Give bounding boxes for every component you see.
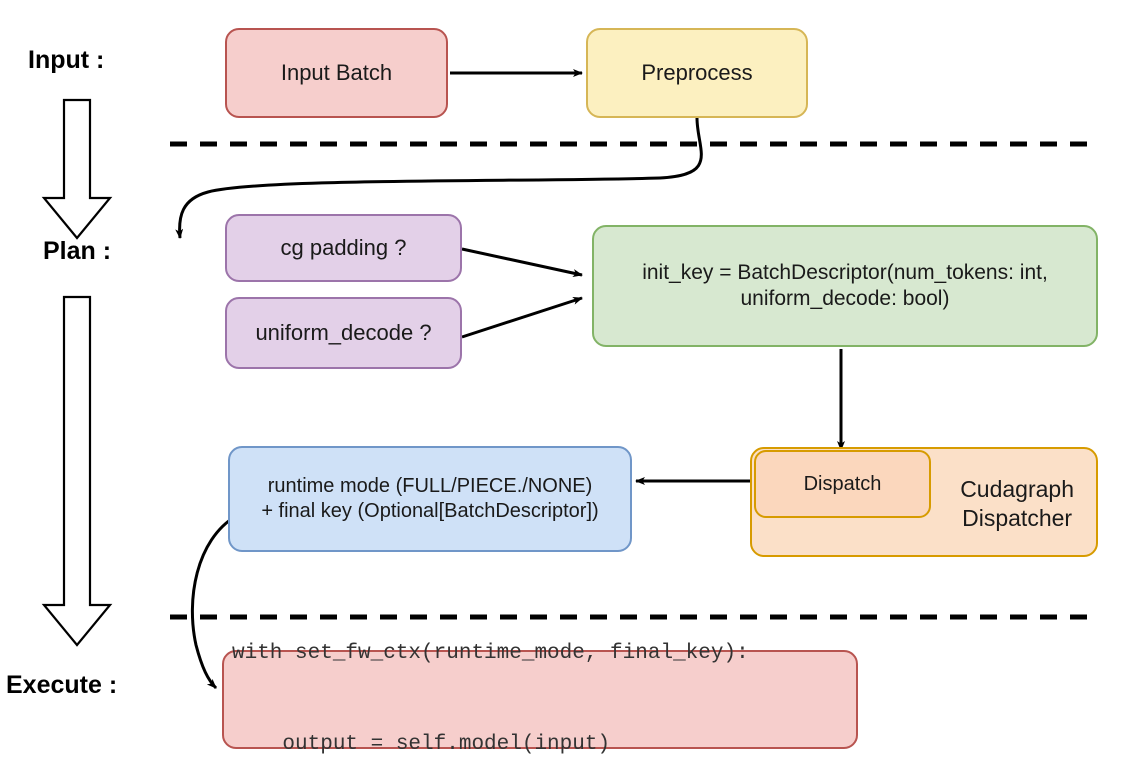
stage-label-input: Input : [28, 46, 105, 74]
connector-runtime-mode-to-code [190, 514, 237, 690]
node-runtime-mode-line2: + final key (Optional[BatchDescriptor]) [261, 500, 599, 522]
node-input-batch-label: Input Batch [280, 60, 393, 86]
node-cudagraph-dispatcher-line1: Cudagraph [960, 476, 1074, 502]
node-execute-code-line2: output = self.model(input) [232, 732, 611, 756]
node-cg-padding[interactable]: cg padding ? [225, 214, 462, 282]
node-init-key-line2: uniform_decode: bool) [740, 287, 950, 310]
node-uniform-decode[interactable]: uniform_decode ? [225, 297, 462, 369]
node-preprocess[interactable]: Preprocess [586, 28, 808, 118]
node-runtime-mode-line1: runtime mode (FULL/PIECE./NONE) [267, 475, 593, 497]
node-cudagraph-dispatcher-line2: Dispatcher [962, 504, 1073, 531]
node-cg-padding-label: cg padding ? [280, 235, 407, 261]
connector-cg-padding-to-init-key [461, 247, 583, 278]
stage-arrow-plan-to-execute [41, 295, 113, 647]
node-dispatch-label: Dispatch [803, 472, 882, 495]
node-execute-code-text: with set_fw_ctx(runtime_mode, final_key)… [232, 578, 749, 770]
node-uniform-decode-label: uniform_decode ? [255, 320, 432, 346]
stage-label-execute: Execute : [6, 671, 118, 699]
connector-preprocess-to-cg-padding [175, 117, 703, 239]
node-execute-code-line1: with set_fw_ctx(runtime_mode, final_key)… [232, 641, 749, 665]
stage-arrow-input-to-plan [41, 98, 113, 240]
node-execute-code[interactable]: with set_fw_ctx(runtime_mode, final_key)… [222, 642, 858, 756]
node-init-key-text: init_key = BatchDescriptor(num_tokens: i… [642, 260, 1048, 313]
node-cudagraph-dispatcher-text: Cudagraph Dispatcher [960, 475, 1074, 533]
node-init-key[interactable]: init_key = BatchDescriptor(num_tokens: i… [592, 225, 1098, 347]
node-runtime-mode-text: runtime mode (FULL/PIECE./NONE) + final … [261, 474, 598, 524]
connector-uniform-decode-to-init-key [461, 296, 583, 339]
node-input-batch[interactable]: Input Batch [225, 28, 448, 118]
node-runtime-mode[interactable]: runtime mode (FULL/PIECE./NONE) + final … [228, 446, 632, 552]
node-init-key-line1: init_key = BatchDescriptor(num_tokens: i… [642, 260, 1048, 284]
node-dispatch[interactable]: Dispatch [754, 450, 931, 518]
stage-label-plan: Plan : [43, 237, 112, 265]
node-preprocess-label: Preprocess [641, 60, 753, 86]
